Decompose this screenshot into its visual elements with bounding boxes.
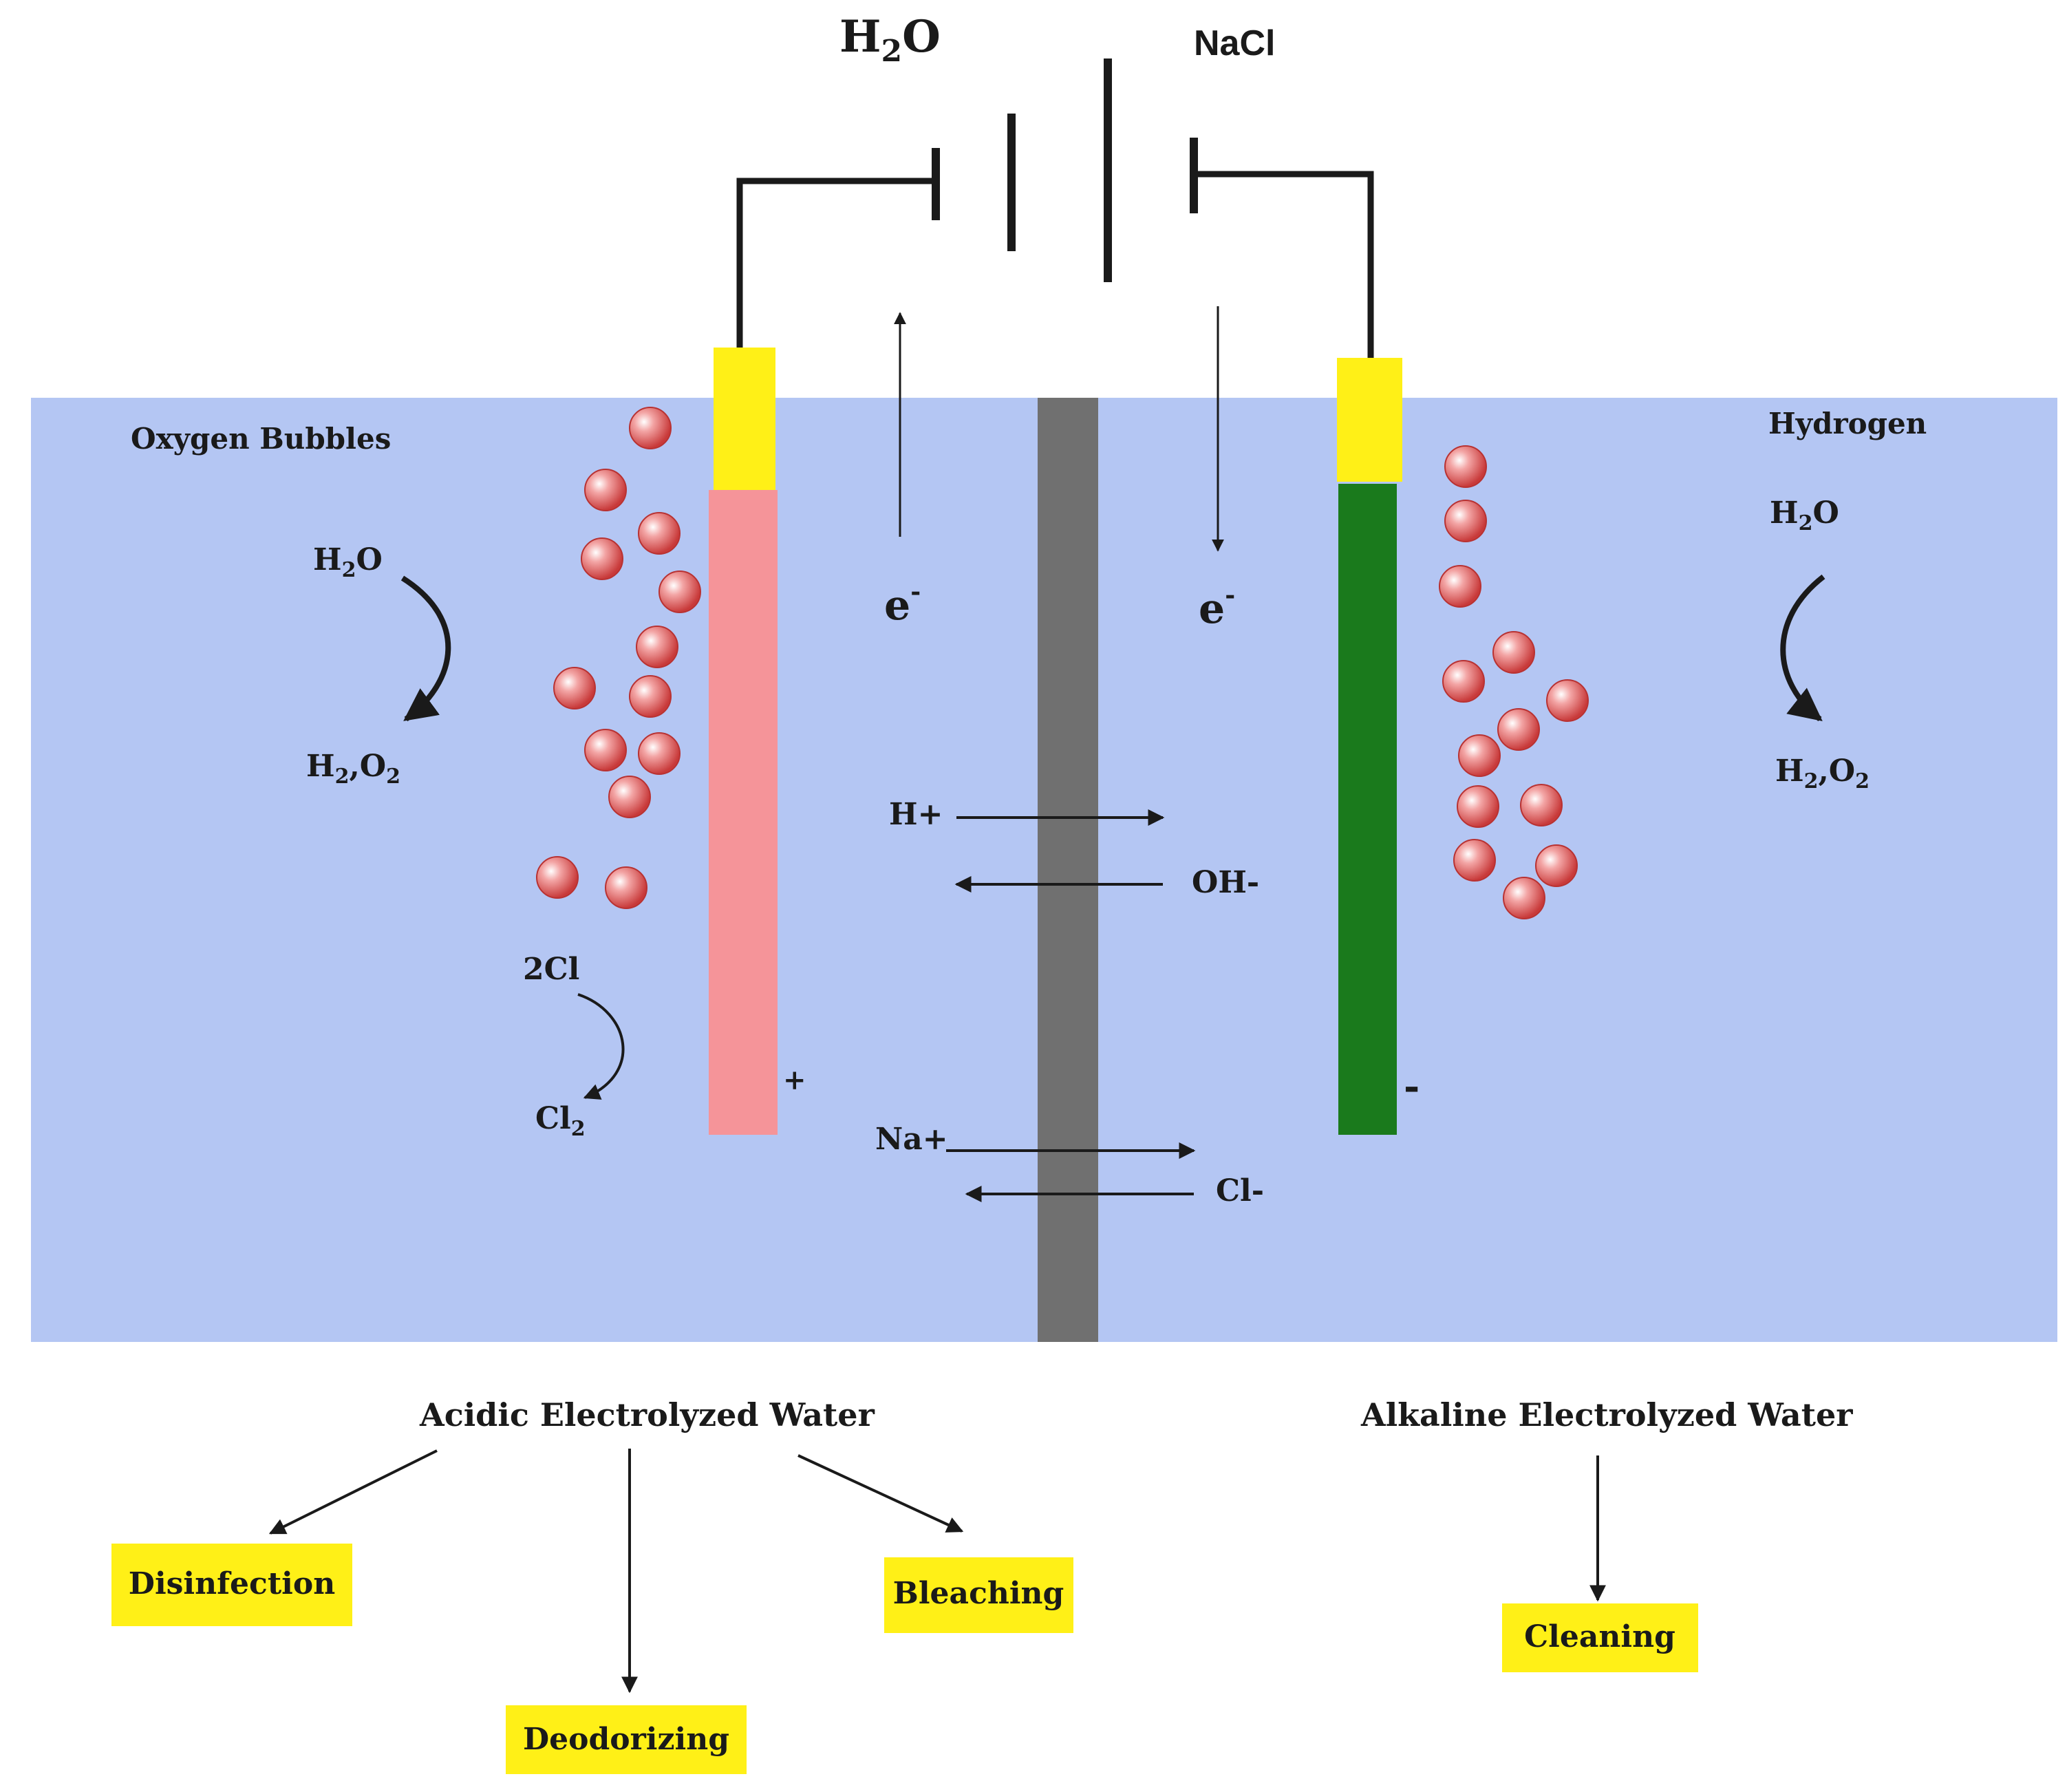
cathode [1337, 358, 1402, 1135]
hydrogen-bubble-6 [1546, 679, 1589, 722]
cathode-electron-label: e- [1199, 581, 1235, 633]
oxygen-bubble-11 [608, 776, 651, 818]
use-cleaning-text: Cleaning [1524, 1619, 1675, 1654]
cathode-water-reaction-arrow [1780, 574, 1825, 722]
chloride-reaction-arrow [577, 993, 625, 1100]
anode-electron-label: e- [884, 577, 921, 630]
hydrogen-bubble-12 [1535, 844, 1578, 887]
oxygen-bubble-12 [536, 856, 579, 899]
salt-input-label: NaCl [1194, 23, 1275, 63]
oxygen-bubble-6 [636, 626, 678, 668]
use-bleaching: Bleaching [884, 1557, 1073, 1633]
anode-peroxide-label: H2,O2 [306, 749, 400, 789]
power-source [736, 58, 1374, 358]
oxygen-bubbles-label: Oxygen Bubbles [131, 422, 391, 456]
cathode-peroxide-label: H2,O2 [1775, 754, 1870, 793]
hydrogen-bubble-9 [1457, 785, 1499, 828]
cathode-plate [1338, 484, 1397, 1135]
use-disinfection: Disinfection [111, 1544, 352, 1626]
ion-exchange-membrane [1038, 398, 1098, 1342]
oxygen-bubble-5 [658, 570, 701, 613]
acidic-to-disinfection-arrow [268, 1449, 438, 1535]
hydrogen-bubble-3 [1439, 565, 1481, 608]
hydrogen-bubble-11 [1453, 839, 1496, 882]
cathode-wire [1194, 171, 1374, 358]
hydrogen-bubble-4 [1492, 631, 1535, 674]
chloride-ion-label: Cl- [1216, 1173, 1264, 1208]
chloride-label: 2Cl [523, 952, 579, 987]
hydrogen-bubble-10 [1520, 784, 1563, 826]
hydrogen-bubble-2 [1444, 500, 1487, 542]
anode-plate [709, 490, 778, 1135]
hydrogen-bubble-8 [1458, 734, 1501, 777]
hydrogen-ion-label: H+ [889, 797, 943, 832]
use-bleaching-box [884, 1557, 1073, 1633]
use-cleaning: Cleaning [1502, 1603, 1698, 1672]
hydrogen-bubble-group [1439, 445, 1589, 919]
hydrogen-bubble-13 [1503, 877, 1545, 919]
hydrogen-label: Hydrogen [1768, 407, 1927, 440]
use-deodorizing-box [506, 1705, 747, 1774]
anode-cap [714, 348, 775, 492]
oxygen-bubble-10 [638, 732, 681, 775]
anode-wire [736, 178, 936, 348]
oxygen-bubble-9 [584, 729, 627, 771]
acidic-water-label: Acidic Electrolyzed Water [419, 1396, 875, 1433]
anode [709, 348, 778, 1135]
use-bleaching-text: Bleaching [893, 1576, 1064, 1611]
hydroxide-ion-label: OH- [1192, 865, 1259, 900]
water-input-label: H2O [839, 11, 941, 69]
hydrogen-bubble-1 [1444, 445, 1487, 488]
oxygen-bubble-7 [553, 667, 596, 710]
cathode-cap [1337, 358, 1402, 482]
sodium-ion-label: Na+ [875, 1122, 948, 1157]
use-disinfection-text: Disinfection [129, 1566, 335, 1601]
hydrogen-bubble-5 [1442, 660, 1485, 703]
use-deodorizing-text: Deodorizing [523, 1722, 729, 1757]
chlorine-label: Cl2 [535, 1101, 586, 1141]
use-cleaning-box [1502, 1603, 1698, 1672]
cathode-water-label: H2O [1770, 495, 1839, 535]
cathode-polarity: - [1404, 1064, 1420, 1109]
anode-water-reaction-arrow [400, 575, 451, 722]
hydrogen-bubble-7 [1497, 708, 1540, 751]
oxygen-bubble-2 [584, 469, 627, 511]
use-deodorizing: Deodorizing [506, 1705, 747, 1774]
oxygen-bubble-4 [581, 537, 623, 580]
oxygen-bubble-3 [638, 512, 681, 555]
oxygen-bubble-1 [629, 407, 672, 449]
acidic-to-bleaching-arrow [797, 1454, 964, 1533]
oxygen-bubble-8 [629, 675, 672, 718]
anode-polarity: + [783, 1064, 806, 1096]
anode-water-label: H2O [313, 542, 383, 582]
oxygen-bubble-13 [605, 866, 647, 909]
alkaline-water-label: Alkaline Electrolyzed Water [1360, 1396, 1853, 1433]
use-disinfection-box [111, 1544, 352, 1626]
oxygen-bubble-group [536, 407, 701, 909]
